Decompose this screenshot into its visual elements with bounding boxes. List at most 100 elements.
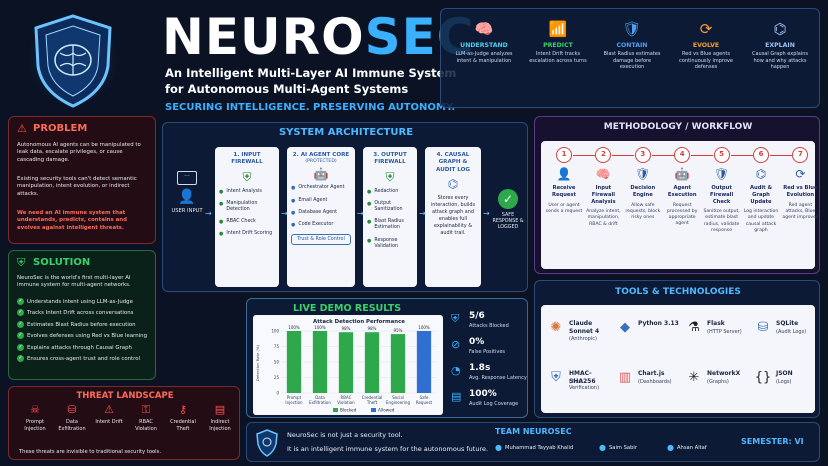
footer-line-2: It is an intelligent immune system for t… (287, 445, 489, 453)
chart-data-label: 98% (368, 326, 377, 331)
tech-icon: {} (754, 370, 772, 385)
threat-item: ⚷ Credential Theft (165, 403, 201, 432)
architecture-item: ●Database Agent (287, 210, 355, 216)
architecture-item: ●Intent Analysis (215, 189, 279, 195)
chart-data-label: 100% (418, 325, 430, 330)
solution-item-text: Explains attacks through Causal Graph (27, 344, 132, 351)
architecture-item: ●Code Executor (287, 222, 355, 228)
step-title: Audit & Graph Update (749, 185, 772, 205)
step-number: 2 (595, 147, 612, 163)
solution-item-text: Estimates Blast Radius before execution (27, 321, 136, 328)
step-title: Receive Request (551, 185, 576, 198)
architecture-item: ●RBAC Check (215, 219, 279, 225)
problem-text-3: We need an AI immune system that underst… (17, 210, 127, 231)
feature-label: EXPLAIN (765, 42, 795, 49)
brain-icon: 🧠 (474, 20, 494, 38)
feature-desc: Causal Graph explains how and why attack… (751, 51, 809, 70)
chart-xtick: Request (416, 400, 433, 405)
user-input-node: ··· 👤 USER INPUT (171, 171, 203, 215)
demo-panel: LIVE DEMO RESULTS Attack Detection Perfo… (246, 298, 528, 418)
problem-title: PROBLEM (33, 123, 88, 134)
user-icon: 👤 (178, 189, 196, 205)
tech-item: ✳NetworkX(Graphs) (681, 361, 747, 397)
database-icon: ● (291, 209, 296, 216)
chart-xtick: Safe (420, 395, 429, 400)
trust-role-control: Trust & Role Control (291, 234, 351, 246)
tech-sub: (Dashboards) (638, 379, 672, 385)
causal-graph-icon: ⌬ (447, 176, 459, 191)
flow-arrow-icon: → (483, 209, 490, 218)
architecture-item: ●Orchestrator Agent (287, 185, 355, 191)
threat-label: Indirect Injection (209, 419, 231, 432)
step-title: Input Firewall Analysis (591, 185, 616, 205)
step-desc: User or agent sends a request (545, 202, 583, 214)
problem-text-2: Existing security tools can't detect sem… (17, 176, 137, 197)
email-icon: ● (291, 197, 296, 204)
monitor-icon: ··· (177, 171, 197, 185)
check-icon: ✓ (17, 320, 24, 328)
stat-value: 5/6 (469, 311, 485, 321)
step-number: 6 (753, 147, 769, 163)
architecture-col-title: 3. OUTPUT FIREWALL (373, 152, 407, 166)
threat-icon: ⚿ (141, 403, 151, 416)
threat-label: Credential Theft (170, 419, 196, 432)
solution-item: ✓Evolves defenses using Red vs Blue lear… (17, 332, 155, 340)
architecture-item-label: Orchestrator Agent (298, 185, 345, 191)
feature-label: UNDERSTAND (460, 42, 508, 49)
chart-xtick: Theft (366, 400, 378, 405)
chart-legend-swatch (333, 408, 338, 412)
audit-icon: ▤ (451, 390, 462, 403)
tech-sub: (Anthropic) (569, 336, 597, 342)
shield-stat-icon: ⛨ (451, 312, 460, 325)
safe-response-label: SAFE RESPONSE & LOGGED (492, 213, 524, 231)
subtitle-line-1: An Intelligent Multi-Layer AI Immune Sys… (165, 66, 457, 80)
threat-label: Prompt Injection (24, 419, 46, 432)
intent-icon: ● (219, 188, 224, 195)
solution-item: ✓Tracks Intent Drift across conversation… (17, 309, 155, 317)
architecture-item-label: Manipulation Detection (226, 200, 258, 212)
drift-icon: ● (219, 231, 224, 238)
chart-xtick: Data (315, 395, 325, 400)
check-icon: ✓ (17, 298, 24, 305)
chart-bar (286, 331, 302, 393)
output-shield-icon: ⛨ (385, 169, 395, 184)
step-icon: 🧠 (595, 167, 611, 181)
tech-item: ◆Python 3.13 (612, 311, 679, 347)
subtitle-line-2: for Autonomous Multi-Agent Systems (165, 82, 409, 96)
architecture-item: ●Manipulation Detection (215, 201, 279, 213)
problem-panel: ⚠ PROBLEM Autonomous AI agents can be ma… (8, 116, 156, 244)
architecture-item: ●Intent Drift Scoring (215, 231, 279, 237)
chart-xtick: Exfiltration (309, 400, 331, 405)
architecture-item-label: Intent Drift Scoring (226, 231, 273, 237)
step-desc: Request processed by appropriate agent (666, 202, 698, 227)
chart-bar (364, 332, 380, 393)
orchestrator-icon: ● (291, 185, 296, 192)
shield-check-icon: ⛨ (17, 256, 26, 269)
feature-desc: Red vs Blue agents continuously improve … (679, 51, 733, 70)
sanitize-icon: ● (367, 200, 372, 207)
architecture-item-label: Blast Radius Estimation (374, 219, 404, 231)
chart-ytick: 50 (274, 360, 280, 365)
architecture-item-label: Email Agent (298, 197, 328, 203)
team-title: TEAM NEUROSEC (495, 427, 572, 436)
threat-panel: THREAT LANDSCAPE These threats are invis… (8, 386, 240, 460)
step-title: Agent Execution (667, 185, 697, 198)
footer-line-1: NeuroSec is not just a security tool. (287, 431, 403, 439)
tagline: SECURING INTELLIGENCE. PRESERVING AUTONO… (165, 102, 456, 113)
threat-icon: ⚷ (178, 403, 188, 416)
chart-ytick: 25 (274, 375, 280, 380)
stat-label: Attacks Blocked (469, 323, 509, 329)
threat-icon: ⛁ (67, 403, 77, 416)
step-title: Output Firewall Check (709, 185, 734, 205)
flow-arrow-icon: → (419, 209, 426, 218)
step-desc: Sanitize output, estimate blast radius, … (703, 209, 740, 233)
tech-name: SQLite (776, 320, 799, 327)
